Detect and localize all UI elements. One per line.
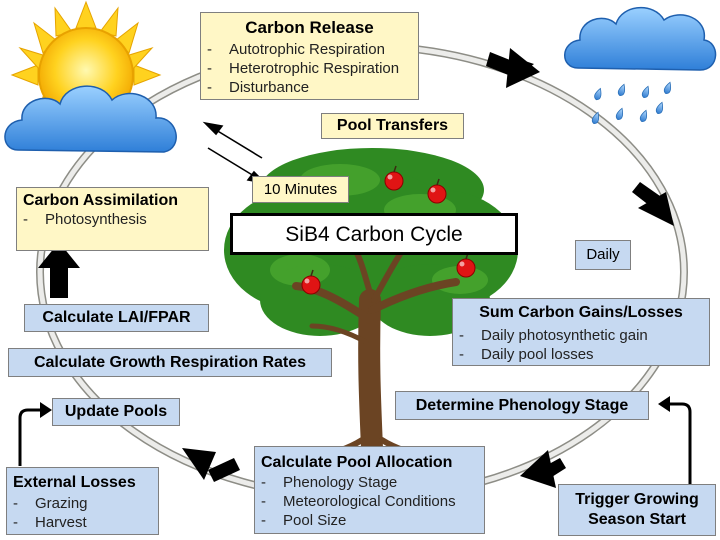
- pool-transfers-box: Pool Transfers: [321, 113, 464, 139]
- pool-allocation-box: Calculate Pool Allocation -Phenology Sta…: [254, 446, 485, 534]
- apple-icon: [301, 165, 476, 295]
- trigger-box: Trigger Growing Season Start: [558, 484, 716, 536]
- pool-transfers-title: Pool Transfers: [336, 117, 449, 134]
- connector-arrows: [18, 402, 692, 486]
- calc-lai-title: Calculate LAI/FPAR: [42, 309, 191, 326]
- calc-lai-box: Calculate LAI/FPAR: [24, 304, 209, 332]
- list-item: -Meteorological Conditions: [261, 493, 456, 510]
- ten-minutes-label: 10 Minutes: [263, 181, 338, 198]
- sib4-title: SiB4 Carbon Cycle: [285, 223, 463, 246]
- connector-arrowheads: [40, 396, 670, 418]
- sum-carbon-box: Sum Carbon Gains/Losses -Daily photosynt…: [452, 298, 710, 366]
- sum-carbon-title: Sum Carbon Gains/Losses: [479, 304, 683, 321]
- calc-growth-title: Calculate Growth Respiration Rates: [33, 354, 307, 371]
- cycle-arrows: [38, 48, 674, 488]
- list-item: -Grazing: [13, 495, 88, 512]
- rain-cloud-icon: [564, 6, 717, 125]
- pool-allocation-title: Calculate Pool Allocation: [261, 454, 453, 471]
- update-pools-box: Update Pools: [52, 398, 180, 426]
- carbon-release-title: Carbon Release: [245, 18, 374, 37]
- trigger-line1: Trigger Growing: [575, 491, 699, 508]
- external-losses-title: External Losses: [13, 474, 136, 491]
- list-item: -Daily photosynthetic gain: [459, 327, 648, 344]
- ten-minutes-box: 10 Minutes: [252, 176, 349, 203]
- external-losses-box: External Losses -Grazing -Harvest: [6, 467, 159, 535]
- list-item: -Disturbance: [207, 79, 310, 96]
- cloud-icon: [4, 85, 177, 153]
- sib4-title-box: SiB4 Carbon Cycle: [230, 213, 518, 255]
- list-item: -Harvest: [13, 514, 87, 531]
- daily-label: Daily: [586, 246, 620, 263]
- list-item: -Heterotrophic Respiration: [207, 60, 400, 77]
- carbon-assimilation-box: Carbon Assimilation -Photosynthesis: [16, 187, 209, 251]
- update-pools-title: Update Pools: [64, 403, 168, 420]
- pool-transfer-arrows: [202, 121, 268, 185]
- list-item: -Pool Size: [261, 512, 347, 529]
- list-item: -Daily pool losses: [459, 346, 594, 363]
- list-item: -Phenology Stage: [261, 474, 398, 491]
- phenology-box: Determine Phenology Stage: [395, 391, 649, 420]
- list-item: -Photosynthesis: [23, 211, 147, 228]
- trigger-line2: Season Start: [588, 511, 686, 528]
- calc-growth-box: Calculate Growth Respiration Rates: [8, 348, 332, 377]
- list-item: -Autotrophic Respiration: [207, 41, 385, 58]
- carbon-release-box: Carbon Release -Autotrophic Respiration …: [200, 12, 419, 100]
- phenology-title: Determine Phenology Stage: [415, 397, 629, 414]
- carbon-assimilation-title: Carbon Assimilation: [23, 192, 178, 209]
- daily-box: Daily: [575, 240, 631, 270]
